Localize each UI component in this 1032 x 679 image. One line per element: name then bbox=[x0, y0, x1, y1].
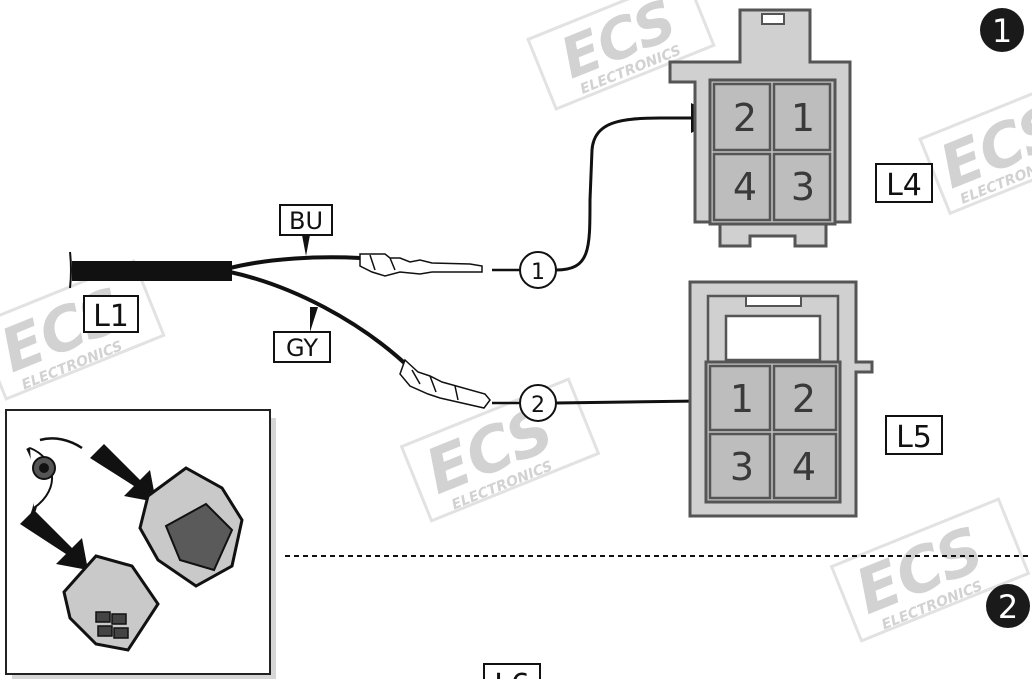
svg-text:2: 2 bbox=[998, 588, 1018, 626]
arrow-icon bbox=[20, 444, 156, 570]
label-l1: L1 bbox=[83, 295, 139, 334]
svg-text:L6: L6 bbox=[494, 668, 530, 679]
connector-l4: 2 1 4 3 bbox=[668, 8, 852, 248]
wire-label-bu: BU bbox=[279, 204, 333, 256]
svg-text:4: 4 bbox=[733, 165, 757, 209]
label-l4: L4 bbox=[875, 163, 933, 203]
terminal-2 bbox=[399, 358, 491, 409]
label-l5: L5 bbox=[885, 415, 943, 455]
wire-grey bbox=[229, 270, 414, 372]
wire-blue bbox=[229, 255, 361, 270]
svg-text:1: 1 bbox=[791, 96, 815, 140]
watermark-center: ECS ELECTRONICS bbox=[399, 377, 601, 523]
l4-cells: 2 1 4 3 bbox=[712, 82, 832, 222]
svg-text:L1: L1 bbox=[93, 299, 129, 334]
watermark-top: ECS ELECTRONICS bbox=[526, 0, 716, 111]
svg-text:GY: GY bbox=[286, 334, 318, 362]
step-1-badge: 1 bbox=[980, 8, 1024, 52]
watermark-left: ECS ELECTRONICS bbox=[0, 259, 166, 401]
main-cable bbox=[69, 251, 232, 289]
svg-text:3: 3 bbox=[730, 445, 754, 489]
inset-illustration bbox=[5, 409, 276, 679]
wire-label-gy: GY bbox=[273, 307, 331, 363]
svg-text:BU: BU bbox=[289, 207, 323, 235]
svg-text:L5: L5 bbox=[896, 420, 932, 455]
step-2-badge: 2 bbox=[986, 584, 1030, 628]
plug-icon bbox=[62, 554, 160, 652]
l5-cells: 1 2 3 4 bbox=[708, 364, 838, 500]
svg-text:2: 2 bbox=[531, 393, 545, 418]
label-l6: L6 bbox=[483, 663, 541, 679]
callout-1: 1 bbox=[492, 103, 721, 289]
svg-text:1: 1 bbox=[992, 12, 1012, 50]
svg-text:1: 1 bbox=[730, 377, 754, 421]
connector-l5: 1 2 3 4 bbox=[688, 280, 874, 518]
connector-housing-icon bbox=[138, 466, 244, 588]
svg-text:2: 2 bbox=[733, 96, 757, 140]
terminal-1 bbox=[359, 253, 483, 277]
svg-text:2: 2 bbox=[792, 377, 816, 421]
watermark-right-top: ECS ELECTRONICS bbox=[918, 73, 1032, 216]
svg-text:1: 1 bbox=[531, 260, 545, 285]
svg-text:4: 4 bbox=[792, 445, 816, 489]
svg-text:L4: L4 bbox=[886, 168, 922, 203]
svg-text:3: 3 bbox=[791, 165, 815, 209]
